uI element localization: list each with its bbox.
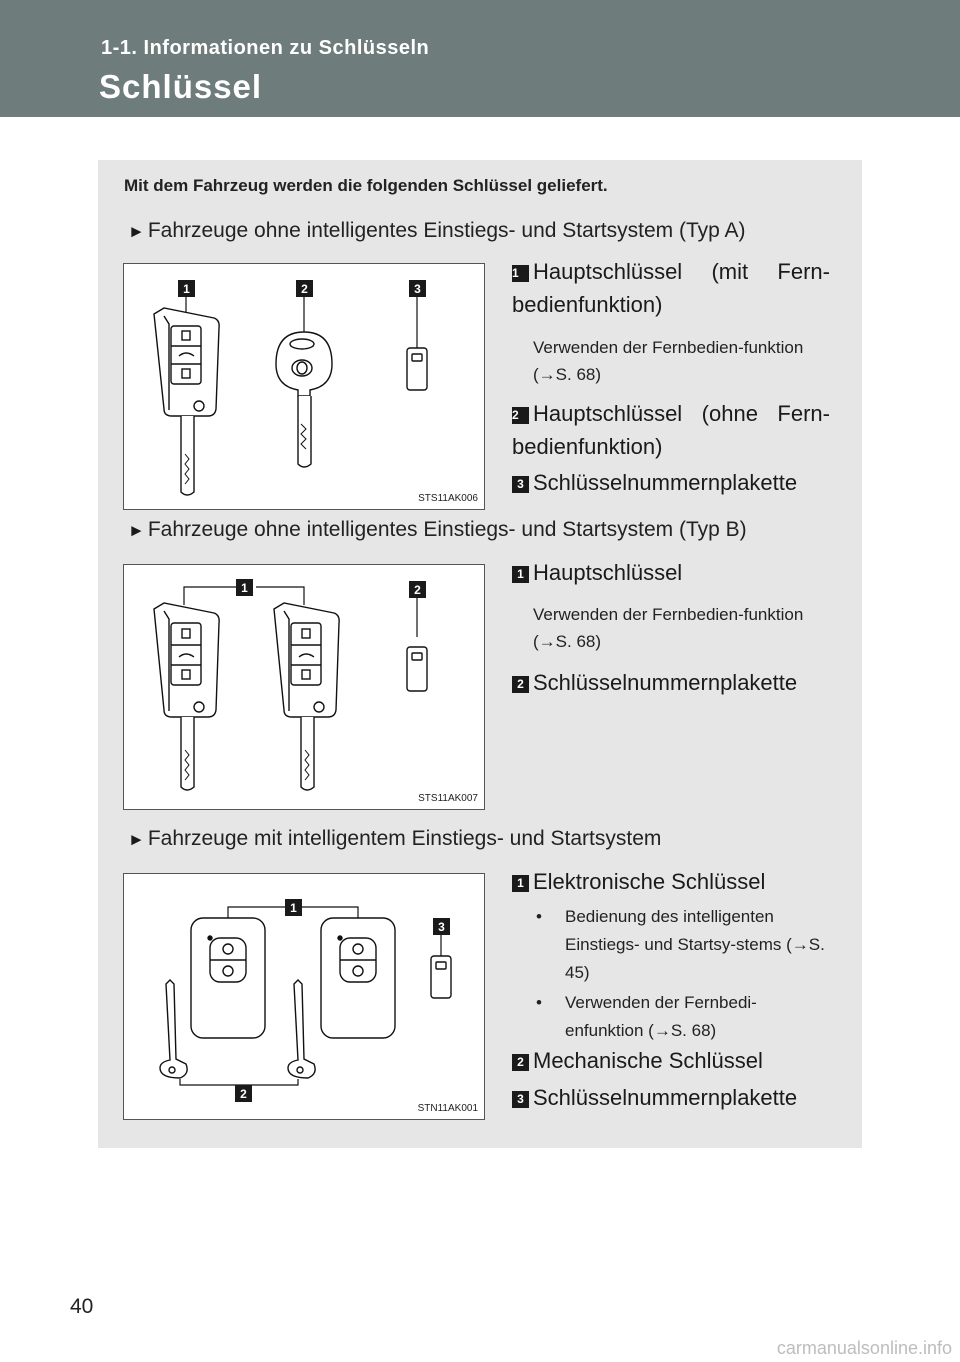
item-c1-label: Elektronische Schlüssel [533,869,766,894]
smart-key-icon [190,917,266,1039]
bullet-text: Bedienung des intelligenten Einstiegs- u… [565,907,825,982]
figure-keys-type-a: 1 2 3 [123,263,485,510]
svg-text:3: 3 [438,920,445,934]
number-plate-icon [406,347,428,391]
mechanical-key-icon [159,979,188,1079]
svg-text:2: 2 [301,282,308,296]
section-c-heading-text: Fahrzeuge mit intelligentem Einstiegs- u… [147,827,662,850]
callout-3: 3 [433,918,450,956]
triangle-bullet-icon: ► [128,222,145,241]
number-plate-icon [430,955,452,999]
item-b2-label: Schlüsselnummernplakette [533,670,798,695]
callout-1-badge [285,899,302,916]
item-c1-bullet-1: • Bedienung des intelligenten Einstiegs-… [536,903,830,987]
item-b1-note: Verwenden der Fernbedien-funktion (→S. 6… [533,605,804,651]
keys-type-a-illustration: 1 2 3 [153,280,428,496]
figure-keys-type-b: 1 2 [123,564,485,810]
callout-2 [179,1079,299,1086]
callout-2-badge [235,1085,252,1102]
svg-text:1: 1 [183,282,190,296]
number-badge: 3 [512,1091,529,1108]
figure-code: STN11AK001 [417,1103,478,1114]
triangle-bullet-icon: ► [128,521,145,540]
page-number: 40 [70,1295,94,1318]
keys-type-b-illustration: 1 2 [153,577,428,791]
item-a2-label: Hauptschlüssel (ohne Fern-bedienfunktion… [512,401,830,459]
svg-text:1: 1 [290,901,297,915]
number-badge: 1 [512,566,529,583]
callout-2: 2 [296,280,313,332]
section-label: 1-1. Informationen zu Schlüsseln [101,37,430,59]
item-a1-label: Hauptschlüssel (mit Fern-bedienfunktion) [512,259,830,317]
figure-keys-smart: 1 2 3 [123,873,485,1120]
figure-code: STS11AK006 [418,493,478,504]
svg-text:2: 2 [414,583,421,597]
section-b-heading-text: Fahrzeuge ohne intelligentes Einstiegs- … [147,518,747,541]
number-badge: 2 [512,407,529,424]
item-b1-label: Hauptschlüssel [533,560,683,585]
svg-text:3: 3 [414,282,421,296]
item-a1-note: Verwenden der Fernbedien-funktion (→S. 6… [533,338,804,384]
master-key-icon [275,331,333,468]
bullet-text: Verwenden der Fernbedi-enfunktion (→S. 6… [565,993,757,1040]
item-a3-label: Schlüsselnummernplakette [533,470,798,495]
svg-text:1: 1 [241,581,248,595]
callout-1-badge [236,579,253,596]
callout-3: 3 [409,280,426,348]
triangle-bullet-icon: ► [128,830,145,849]
number-badge: 2 [512,1054,529,1071]
chapter-header: 1-1. Informationen zu Schlüsseln Schlüss… [0,0,960,117]
section-a-heading-text: Fahrzeuge ohne intelligentes Einstiegs- … [147,219,746,242]
bullet-dot-icon: • [536,907,542,926]
section-c-heading: ►Fahrzeuge mit intelligentem Einstiegs- … [128,827,661,851]
section-b-heading: ►Fahrzeuge ohne intelligentes Einstiegs-… [128,518,747,542]
intro-text: Mit dem Fahrzeug werden die folgenden Sc… [124,176,608,195]
remote-key-icon [153,307,220,496]
svg-text:2: 2 [240,1087,247,1101]
figure-code: STS11AK007 [418,793,478,804]
remote-key-icon [153,602,220,791]
item-c1-bullet-2: • Verwenden der Fernbedi-enfunktion (→S.… [536,989,830,1045]
remote-key-icon [273,602,340,791]
mechanical-key-icon [287,979,316,1079]
watermark: carmanualsonline.info [776,1338,952,1358]
number-plate-icon [406,646,428,692]
item-c2-label: Mechanische Schlüssel [533,1048,763,1073]
number-badge: 2 [512,676,529,693]
smart-keys-illustration: 1 2 3 [159,899,452,1102]
callout-1: 1 [178,280,195,314]
number-badge: 1 [512,265,529,282]
bullet-dot-icon: • [536,993,542,1012]
page-title: Schlüssel [99,68,263,105]
smart-key-icon [320,917,396,1039]
item-c3-label: Schlüsselnummernplakette [533,1085,798,1110]
section-a-heading: ►Fahrzeuge ohne intelligentes Einstiegs-… [128,219,745,243]
number-badge: 3 [512,476,529,493]
callout-2: 2 [409,581,426,637]
number-badge: 1 [512,875,529,892]
